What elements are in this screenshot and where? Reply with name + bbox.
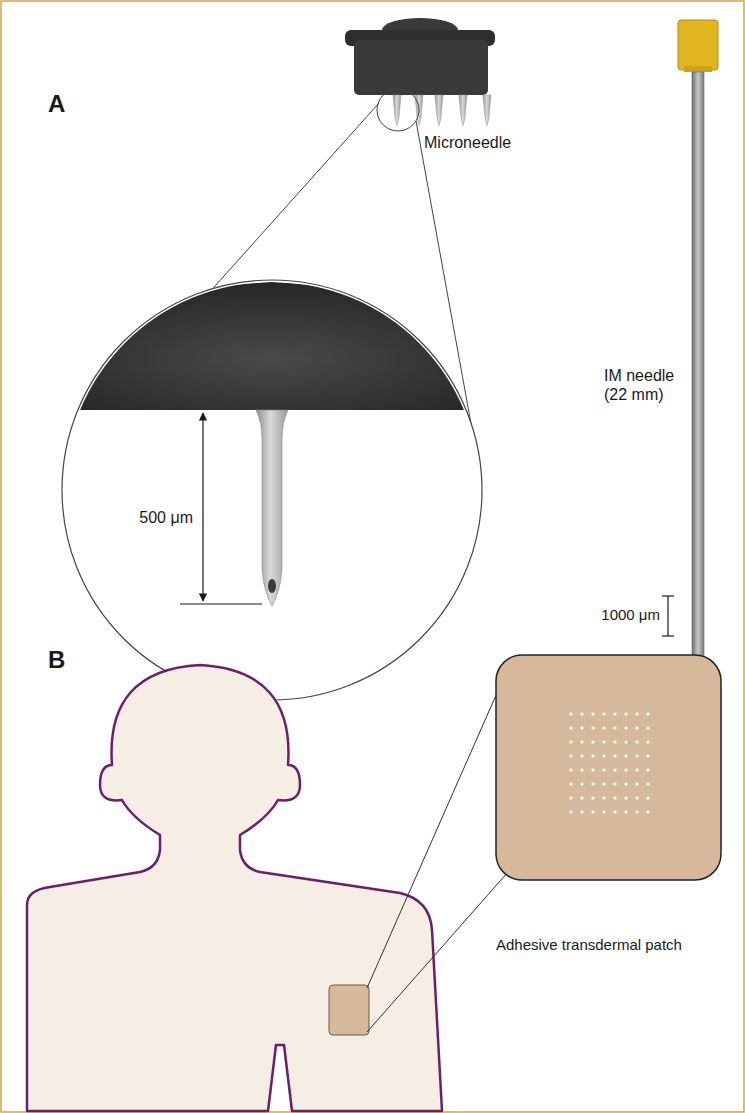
microneedle-dot — [580, 754, 583, 757]
microneedle-dot — [569, 740, 572, 743]
part-name: IM needle (22 mm) — [604, 366, 690, 404]
microneedle-dot — [635, 754, 638, 757]
microneedle-dot — [613, 726, 616, 729]
microneedle-dot — [624, 782, 627, 785]
microneedle-dot — [602, 810, 605, 813]
microneedle-dot — [635, 768, 638, 771]
microneedle-dot — [569, 754, 572, 757]
dimension-bar — [667, 596, 668, 636]
patch-magnified — [496, 655, 721, 880]
patch-small — [329, 985, 369, 1035]
person-silhouette — [27, 665, 442, 1111]
microneedle-dot — [635, 712, 638, 715]
microneedle-dot — [580, 712, 583, 715]
microneedle-dot — [635, 810, 638, 813]
microneedle-dot — [591, 740, 594, 743]
microneedle-dot — [624, 768, 627, 771]
zoom-line — [367, 668, 508, 988]
microneedle-dot — [569, 810, 572, 813]
microneedle-dot — [580, 740, 583, 743]
microneedle-dot — [613, 740, 616, 743]
microneedle-dot — [602, 782, 605, 785]
microneedle-dot — [624, 796, 627, 799]
microneedle-dot — [591, 754, 594, 757]
microneedle-dot — [591, 726, 594, 729]
microneedle-dot — [646, 754, 649, 757]
panel-letter: A — [48, 90, 65, 119]
microneedle-dot — [602, 768, 605, 771]
microneedle-dot — [646, 726, 649, 729]
microneedle-dot — [580, 726, 583, 729]
dimension-label: 500 μm — [139, 508, 193, 527]
microneedle-dot — [624, 726, 627, 729]
microneedle-dot — [602, 740, 605, 743]
microneedle-dot — [591, 810, 594, 813]
dimension-arrow — [202, 413, 203, 601]
microneedle-dot — [569, 796, 572, 799]
microneedle-dot — [646, 782, 649, 785]
microneedle-dot — [635, 782, 638, 785]
microneedle-dot — [613, 768, 616, 771]
microneedle-dot — [613, 712, 616, 715]
microneedle-dot — [569, 782, 572, 785]
microneedle-dot — [646, 768, 649, 771]
magnified-view — [40, 280, 504, 700]
microneedle-dot — [569, 726, 572, 729]
microneedle-dot — [591, 712, 594, 715]
microneedle-dot — [646, 796, 649, 799]
part-name: Microneedle — [424, 133, 511, 152]
microneedle-dot — [569, 768, 572, 771]
microneedle-dot — [646, 712, 649, 715]
microneedle-dot — [613, 796, 616, 799]
microneedle-dot — [591, 796, 594, 799]
part-name: Adhesive transdermal patch — [496, 936, 682, 954]
microneedle-dot — [624, 712, 627, 715]
microneedle-dot — [613, 810, 616, 813]
microneedle-dot — [635, 740, 638, 743]
microneedle-device — [345, 18, 495, 131]
microneedle-dot — [580, 768, 583, 771]
microneedle-dot — [580, 796, 583, 799]
microneedle-array — [569, 712, 649, 813]
microneedle-dot — [591, 782, 594, 785]
microneedle-dot — [646, 810, 649, 813]
microneedle-dot — [624, 810, 627, 813]
panel-letter: B — [48, 646, 65, 675]
dimension-line — [180, 603, 262, 604]
microneedle-dot — [624, 754, 627, 757]
microneedle-dot — [613, 782, 616, 785]
microneedle-dot — [613, 754, 616, 757]
microneedle-dot — [602, 754, 605, 757]
microneedle-dot — [591, 768, 594, 771]
microneedle-dot — [602, 712, 605, 715]
microneedle-dot — [635, 726, 638, 729]
microneedle-dot — [635, 796, 638, 799]
zoom-line — [367, 872, 508, 1032]
microneedle-dot — [602, 726, 605, 729]
im-needle — [662, 20, 718, 694]
microneedle-dot — [602, 796, 605, 799]
microneedle-dot — [624, 740, 627, 743]
microneedle-dot — [580, 810, 583, 813]
microneedle-dot — [646, 740, 649, 743]
dimension-label: 1000 μm — [601, 606, 660, 624]
microneedle-dot — [580, 782, 583, 785]
microneedle-dot — [569, 712, 572, 715]
